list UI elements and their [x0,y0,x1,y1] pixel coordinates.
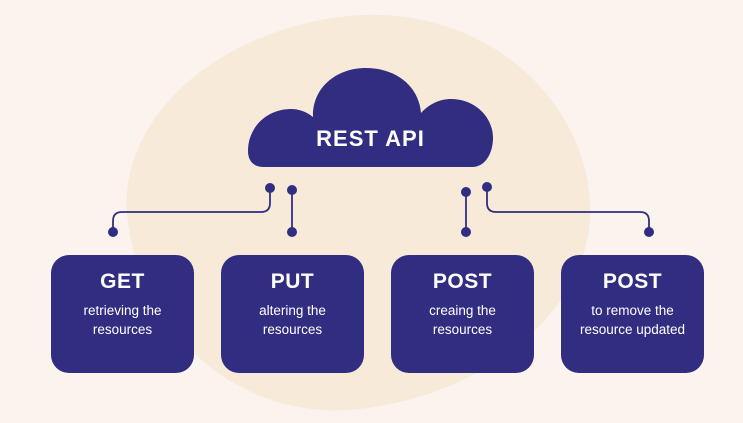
method-description: creaing the resources [429,303,496,337]
method-name: POST [432,270,493,293]
cloud-title: REST API [316,126,425,151]
method-description: retrieving the resources [83,303,162,337]
method-card-post-create: POST creaing the resources [391,255,534,373]
method-description: to remove the resource updated [579,303,686,337]
method-card-put: PUT altering the resources [221,255,364,373]
method-card-post-remove: POST to remove the resource updated [561,255,704,373]
method-card-get: GET retrieving the resources [51,255,194,373]
connector-dot [644,227,654,237]
method-name: POST [602,270,663,293]
method-description: altering the resources [259,303,326,337]
connector-dot [108,227,118,237]
method-name: GET [100,270,145,293]
method-name: PUT [270,270,315,293]
